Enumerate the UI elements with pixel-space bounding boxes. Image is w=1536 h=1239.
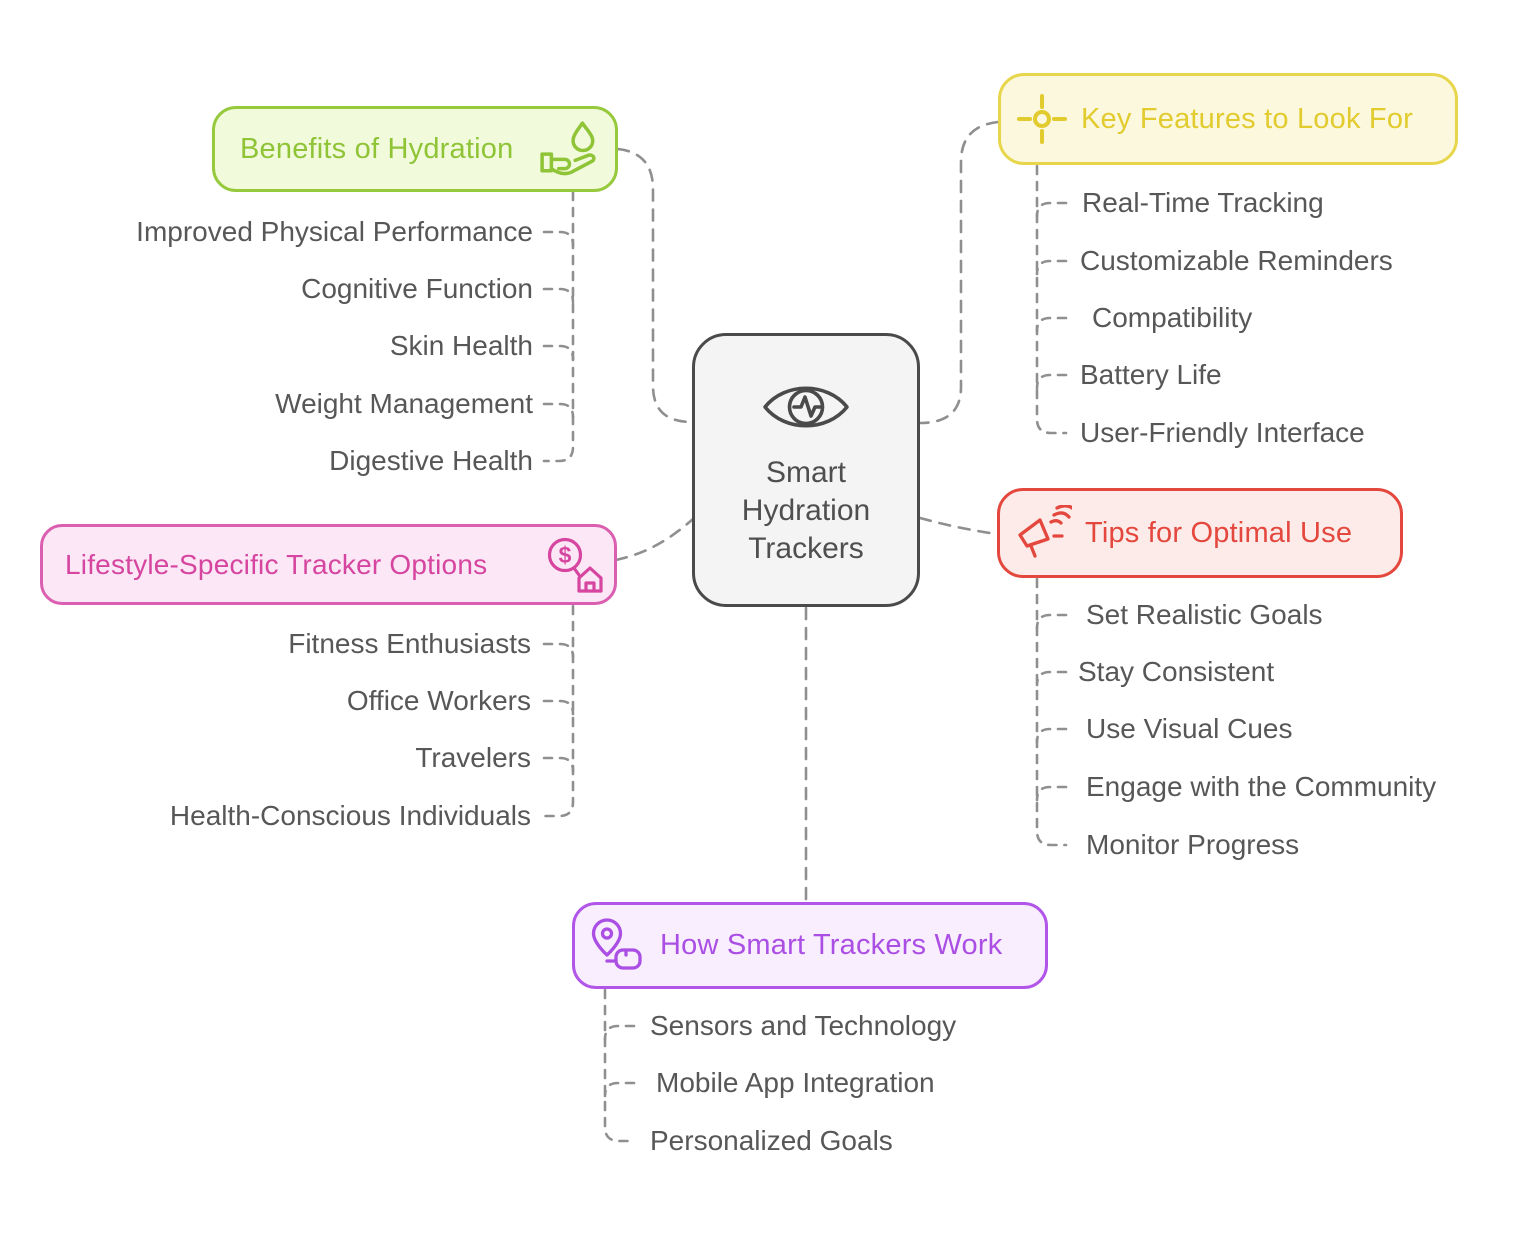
connector-center-to-tips (918, 516, 998, 536)
dollar-glyph: $ (559, 542, 572, 568)
leaf-item-office-workers: Office Workers (346, 685, 531, 716)
branch-label: Key Features to Look For (1081, 102, 1414, 135)
branch-label: Benefits of Hydration (240, 132, 514, 165)
leaf-item-skin-health: Skin Health (389, 330, 533, 361)
connector-lifestyle-to-center (614, 517, 695, 562)
branch-box-key-features: Key Features to Look For (998, 73, 1458, 165)
branch-box-tips-for-optimal-use: Tips for Optimal Use (997, 488, 1403, 578)
center-title-line: Hydration (741, 494, 871, 527)
leaf-item-customizable-reminders: Customizable Reminders (1080, 245, 1393, 276)
center-node-smart-hydration-trackers: Smart Hydration Trackers (692, 333, 920, 607)
connector-benefits-to-center (616, 147, 694, 424)
branch-label: Lifestyle-Specific Tracker Options (65, 548, 488, 580)
price-tag-home-icon: $ (540, 535, 604, 595)
center-title-line: Trackers (748, 532, 864, 565)
leaf-item-stay-consistent: Stay Consistent (1078, 656, 1275, 687)
leaf-item-cognitive-function: Cognitive Function (301, 273, 533, 304)
branch-box-lifestyle-options: Lifestyle-Specific Tracker Options $ (40, 524, 617, 605)
crosshair-icon (1013, 90, 1071, 148)
leaf-item-use-visual-cues: Use Visual Cues (1086, 713, 1293, 744)
leaf-item-digestive-health: Digestive Health (329, 445, 533, 476)
leaf-item-improved-physical-performance: Improved Physical Performance (136, 216, 533, 247)
leaf-item-weight-management: Weight Management (275, 388, 533, 419)
leaf-item-user-friendly-interface: User-Friendly Interface (1080, 417, 1365, 448)
leaf-item-monitor-progress: Monitor Progress (1086, 829, 1300, 860)
megaphone-icon (1014, 505, 1072, 561)
leaf-item-personalized-goals: Personalized Goals (650, 1125, 893, 1156)
branch-box-benefits-of-hydration: Benefits of Hydration (212, 106, 618, 192)
eye-pulse-icon (760, 376, 852, 438)
leaf-item-compatibility: Compatibility (1092, 302, 1253, 333)
leaf-item-travelers: Travelers (415, 742, 531, 773)
connector-features-to-center (918, 120, 1000, 425)
leaf-item-set-realistic-goals: Set Realistic Goals (1086, 599, 1323, 630)
leaf-item-mobile-app-integration: Mobile App Integration (656, 1067, 935, 1098)
branch-label: How Smart Trackers Work (660, 929, 1003, 961)
branch-box-how-smart-trackers-work: How Smart Trackers Work (572, 902, 1048, 989)
hand-water-drop-icon (539, 120, 601, 178)
location-pin-hand-icon (588, 917, 650, 975)
leaf-item-fitness-enthusiasts: Fitness Enthusiasts (288, 628, 531, 659)
leaf-item-sensors-and-technology: Sensors and Technology (650, 1010, 957, 1041)
center-node-title: Smart Hydration Trackers (742, 454, 870, 568)
leaf-item-health-conscious-individuals: Health-Conscious Individuals (169, 800, 531, 831)
leaf-item-engage-with-the-community: Engage with the Community (1086, 771, 1437, 802)
branch-label: Tips for Optimal Use (1085, 516, 1353, 549)
center-title-line: Smart (765, 456, 846, 489)
leaf-item-real-time-tracking: Real-Time Tracking (1082, 187, 1324, 218)
leaf-item-battery-life: Battery Life (1080, 359, 1222, 390)
